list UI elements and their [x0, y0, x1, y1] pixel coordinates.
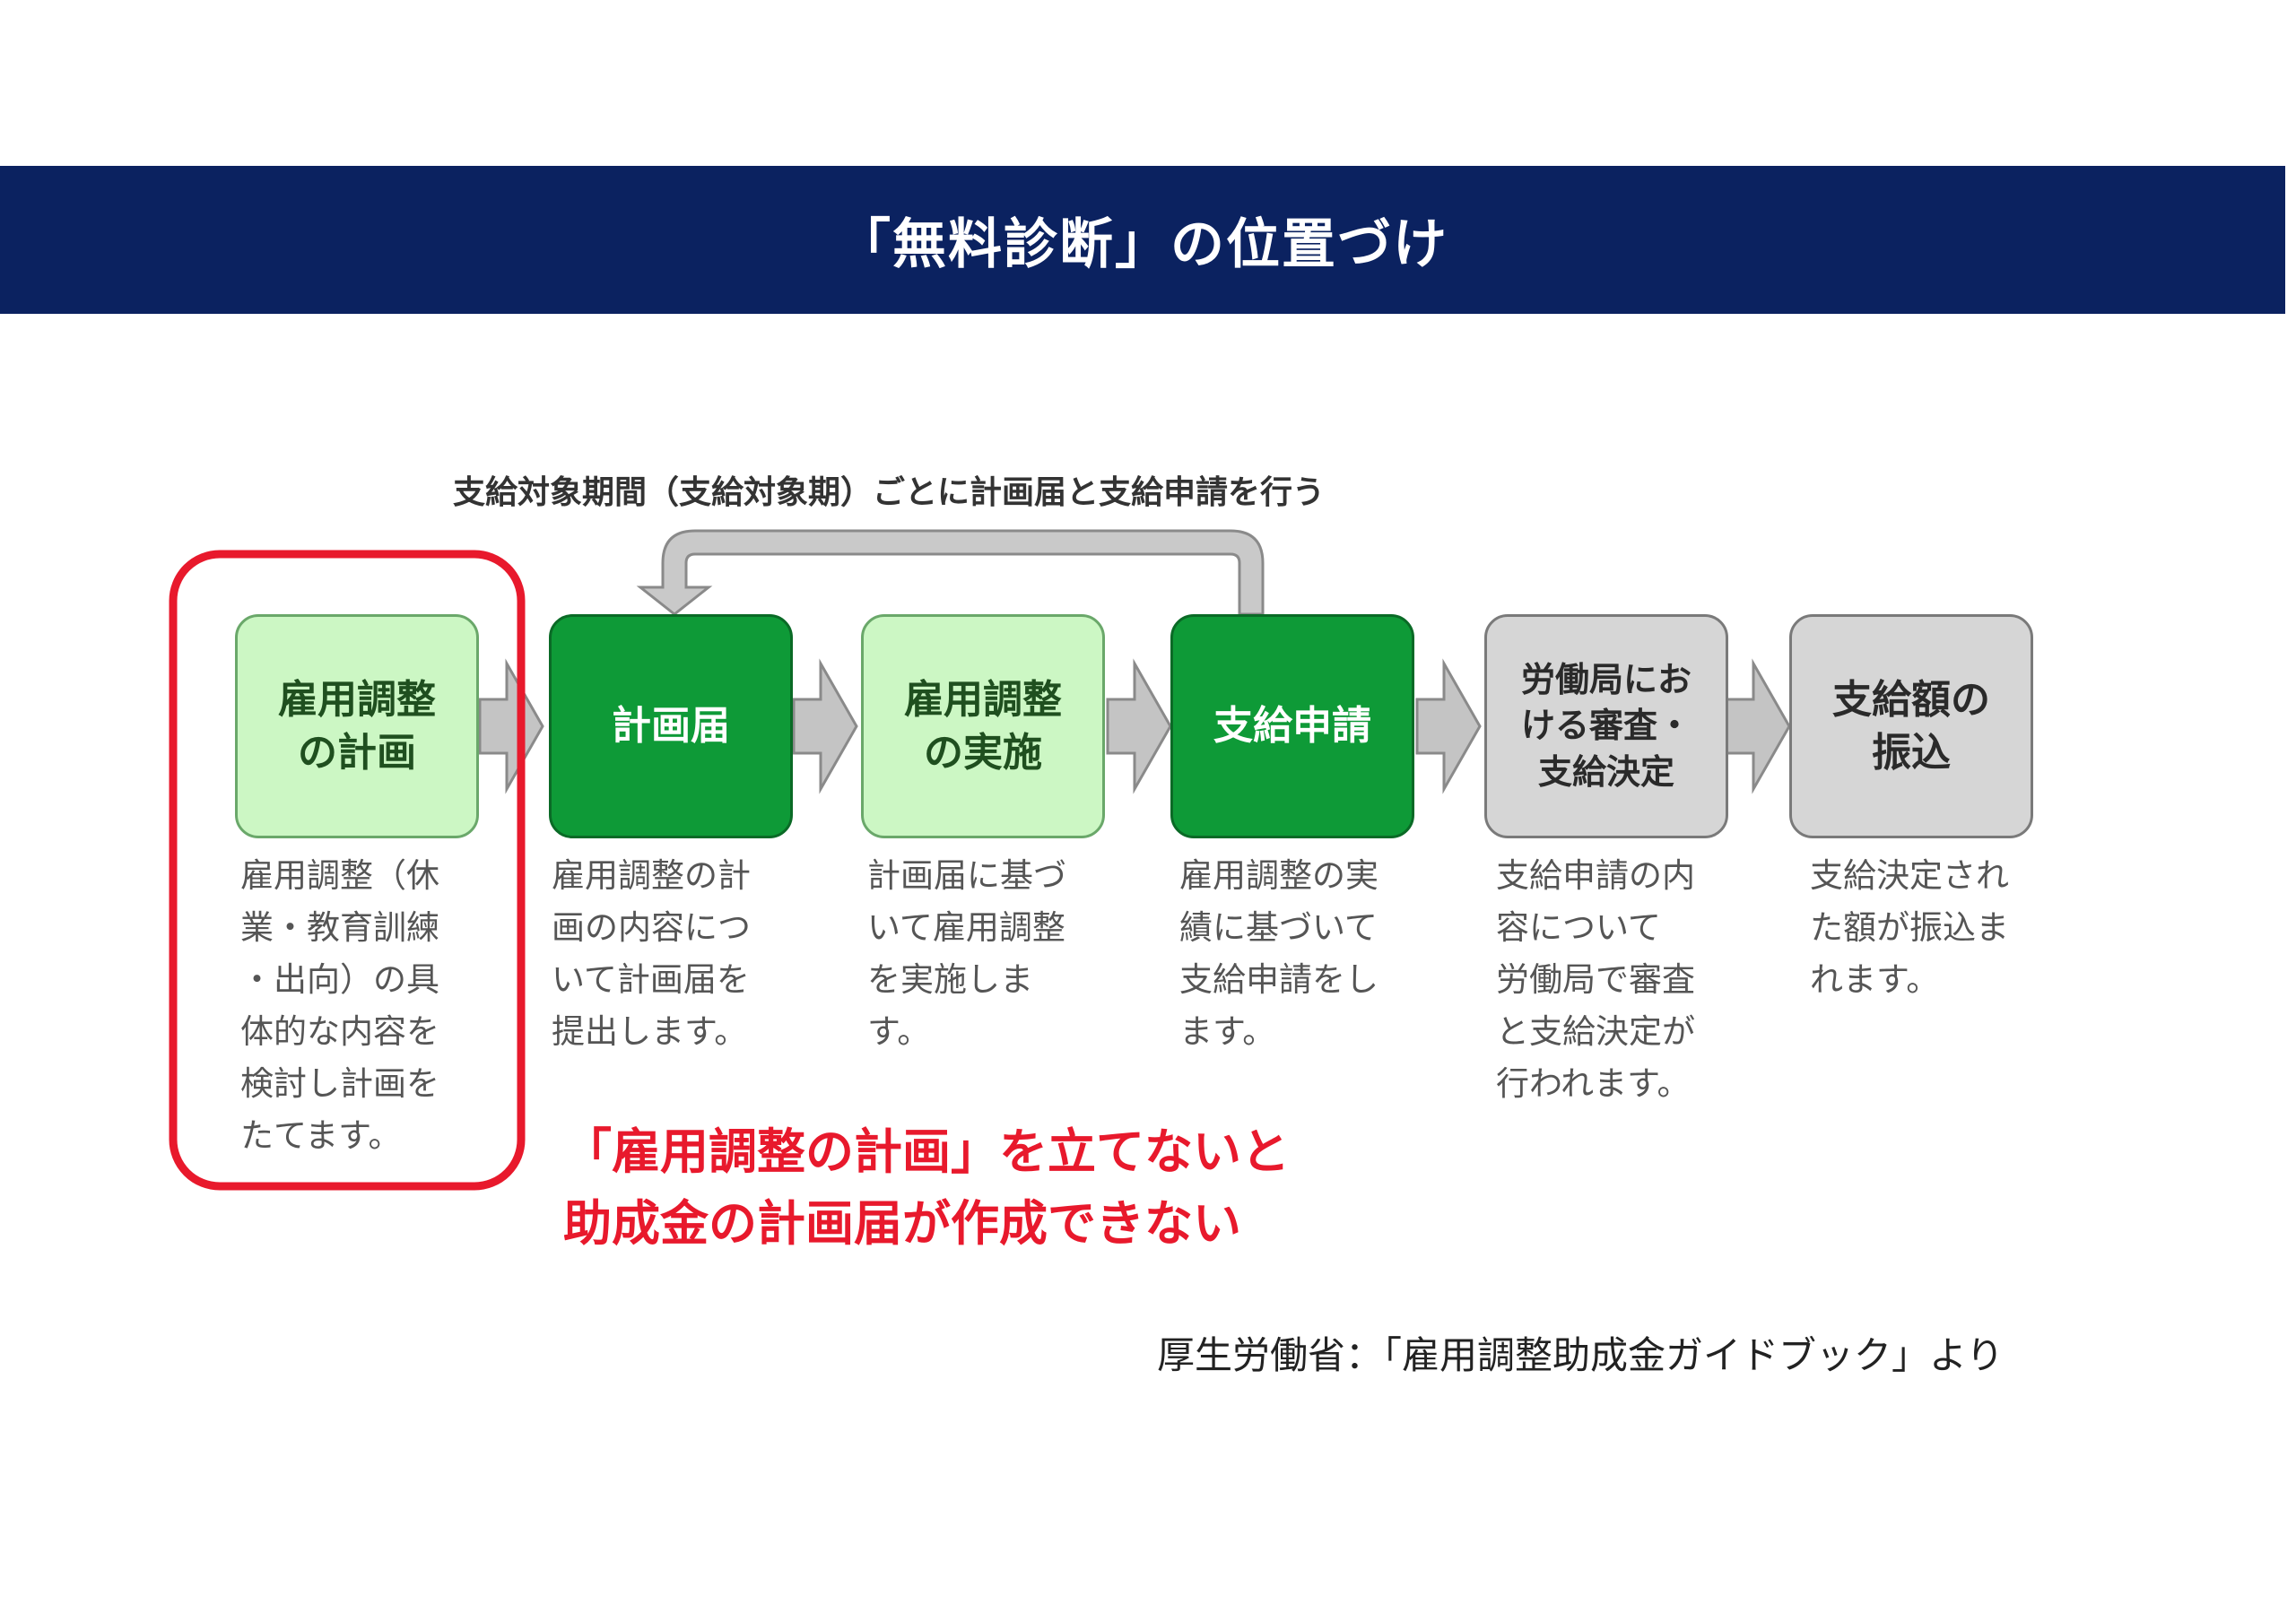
step-box-plan-notice: 計画届	[549, 614, 793, 838]
page-title: 「無料診断」の位置づけ	[837, 213, 1448, 276]
step-desc-implementation: 計画届に基づ いて雇用調整 を実施しま す。	[867, 856, 1066, 1051]
step-box-payment: 支給額の 振込	[1789, 614, 2033, 838]
step-arrows	[478, 658, 1791, 794]
step-box-application: 支給申請	[1170, 614, 1414, 838]
step-label-review: 労働局にお ける審査・ 支給決定	[1520, 660, 1692, 792]
step-desc-application: 雇用調整の実 績に基づいて 支給申請をし ます。	[1179, 856, 1378, 1051]
step-desc-plan-notice: 雇用調整の計 画の内容につ いて計画届を 提出します。	[552, 856, 751, 1051]
step-label-application: 支給申請	[1213, 703, 1371, 750]
arrow-3-4	[1106, 658, 1172, 794]
source-credit: 厚生労働省：「雇用調整助成金ガイドブック」より	[1157, 1333, 2005, 1377]
step-label-plan: 雇用調整 の計画	[278, 676, 436, 776]
step-label-plan-notice: 計画届	[612, 703, 730, 750]
step-box-implementation: 雇用調整 の実施	[861, 614, 1105, 838]
step-desc-review: 支給申請の内 容について 労働局で審査 と支給決定が 行われます。	[1496, 856, 1695, 1103]
title-banner: 「無料診断」の位置づけ	[0, 166, 2285, 314]
step-label-payment: 支給額の 振込	[1832, 676, 1990, 776]
step-desc-payment: 支給決定され た額が振込ま れます。	[1810, 856, 2009, 999]
step-box-plan: 雇用調整 の計画	[235, 614, 479, 838]
loop-arrow	[636, 529, 1265, 616]
highlight-frame	[169, 550, 526, 1191]
step-box-review: 労働局にお ける審査・ 支給決定	[1484, 614, 1728, 838]
arrow-1-2	[478, 658, 544, 794]
step-desc-plan: 雇用調整（休 業・教育訓練 ・出向）の具 体的な内容を 検討し計画を たてます。	[240, 856, 439, 1155]
warning-note: 「雇用調整の計画」を立てないと 助成金の計画届が作成できない	[563, 1123, 1290, 1252]
loop-label: 支給対象期間（支給対象期）ごとに計画届と支給申請を行う	[453, 474, 1326, 511]
arrow-5-6	[1725, 658, 1791, 794]
arrow-2-3	[792, 658, 858, 794]
step-label-implementation: 雇用調整 の実施	[904, 676, 1062, 776]
arrow-4-5	[1415, 658, 1482, 794]
